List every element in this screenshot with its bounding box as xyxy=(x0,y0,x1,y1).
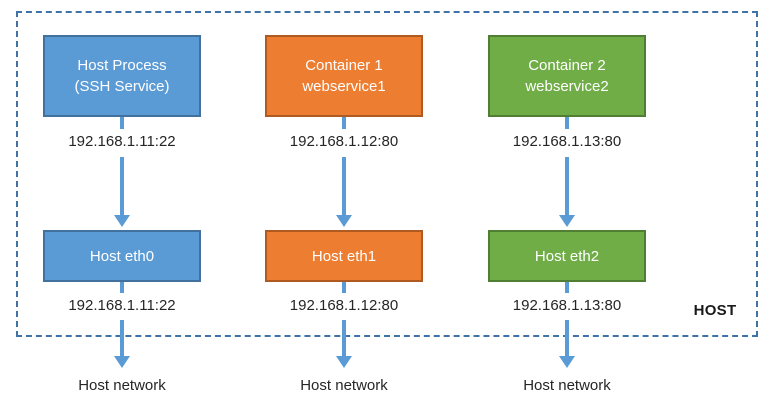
arrow-line xyxy=(342,157,346,215)
arrow-line xyxy=(342,320,346,356)
container-1-box: Container 1 webservice1 xyxy=(265,35,423,117)
arrow-down-icon xyxy=(559,356,575,368)
container-1-label-line2: webservice1 xyxy=(302,78,386,95)
host-eth1-box: Host eth1 xyxy=(265,230,423,282)
host-network-label: Host network xyxy=(300,377,388,394)
arrow-line xyxy=(565,157,569,215)
connector-stub xyxy=(565,282,569,293)
connector-stub xyxy=(565,117,569,129)
host-boundary-label: HOST xyxy=(693,302,737,319)
container-2-label-line1: Container 2 xyxy=(528,57,606,74)
container-1-label-line1: Container 1 xyxy=(305,57,383,74)
arrow-down-icon xyxy=(114,215,130,227)
container-2-label-line2: webservice2 xyxy=(525,78,609,95)
ip-label-top: 192.168.1.11:22 xyxy=(68,133,176,150)
arrow-line xyxy=(565,320,569,356)
arrow-down-icon xyxy=(114,356,130,368)
host-eth2-box: Host eth2 xyxy=(488,230,646,282)
column-container-1: Container 1 webservice1 192.168.1.12:80 … xyxy=(254,0,434,410)
host-process-box: Host Process (SSH Service) xyxy=(43,35,201,117)
connector-stub xyxy=(342,282,346,293)
arrow-line xyxy=(120,157,124,215)
arrow-down-icon xyxy=(336,215,352,227)
arrow-down-icon xyxy=(559,215,575,227)
connector-stub xyxy=(120,117,124,129)
arrow-down-icon xyxy=(336,356,352,368)
host-boundary-dashed-frame xyxy=(16,11,758,337)
ip-label-top: 192.168.1.12:80 xyxy=(289,133,399,150)
ip-label-bottom: 192.168.1.12:80 xyxy=(289,297,399,314)
container-2-box: Container 2 webservice2 xyxy=(488,35,646,117)
host-process-label-line2: (SSH Service) xyxy=(74,78,170,95)
connector-stub xyxy=(342,117,346,129)
arrow-line xyxy=(120,320,124,356)
host-process-label-line1: Host Process xyxy=(77,57,167,74)
host-network-label: Host network xyxy=(523,377,611,394)
host-eth1-label: Host eth1 xyxy=(311,247,377,265)
column-host-process: Host Process (SSH Service) 192.168.1.11:… xyxy=(32,0,212,410)
ip-label-bottom: 192.168.1.11:22 xyxy=(68,297,176,314)
host-eth2-label: Host eth2 xyxy=(534,247,600,265)
host-eth0-label: Host eth0 xyxy=(89,247,155,265)
ip-label-top: 192.168.1.13:80 xyxy=(512,133,622,150)
host-network-label: Host network xyxy=(78,377,166,394)
host-eth0-box: Host eth0 xyxy=(43,230,201,282)
column-container-2: Container 2 webservice2 192.168.1.13:80 … xyxy=(477,0,657,410)
ip-label-bottom: 192.168.1.13:80 xyxy=(512,297,622,314)
connector-stub xyxy=(120,282,124,293)
